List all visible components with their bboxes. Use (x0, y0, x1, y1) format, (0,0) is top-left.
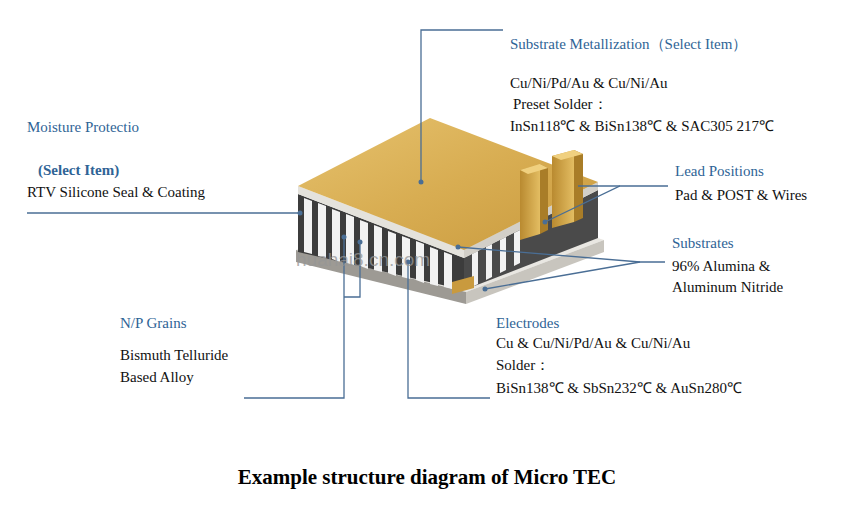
callout-text: BiSn138℃ & SbSn232℃ & AuSn280℃ (496, 380, 742, 397)
callout-text: Bismuth Telluride (120, 347, 228, 364)
callout-heading: N/P Grains (120, 315, 187, 332)
callout-text: Preset Solder： (513, 96, 608, 113)
callout-text: RTV Silicone Seal & Coating (27, 184, 205, 201)
callout-heading: Electrodes (496, 315, 559, 332)
callout-text: Based Alloy (120, 369, 194, 386)
figure-caption: Example structure diagram of Micro TEC (0, 465, 854, 490)
callout-text: InSn118℃ & BiSn138℃ & SAC305 217℃ (510, 118, 774, 135)
callout-text: Cu & Cu/Ni/Pd/Au & Cu/Ni/Au (496, 335, 690, 352)
callout-heading: Substrate Metallization（Select Item） (510, 36, 747, 53)
callout-heading: Lead Positions (675, 163, 764, 180)
callout-text: Solder： (496, 357, 550, 374)
callout-heading: Substrates (672, 235, 734, 252)
callout-heading: (Select Item) (38, 162, 119, 179)
callout-heading: Moisture Protectio (27, 119, 139, 136)
callout-text: Cu/Ni/Pd/Au & Cu/Ni/Au (510, 75, 668, 92)
watermark: huahai8.cn.com (296, 250, 430, 271)
top-substrate (298, 118, 598, 258)
callout-text: Pad & POST & Wires (675, 187, 807, 204)
callout-text: Aluminum Nitride (672, 279, 783, 296)
callout-text: 96% Alumina & (672, 258, 770, 275)
lead-posts (452, 150, 583, 294)
